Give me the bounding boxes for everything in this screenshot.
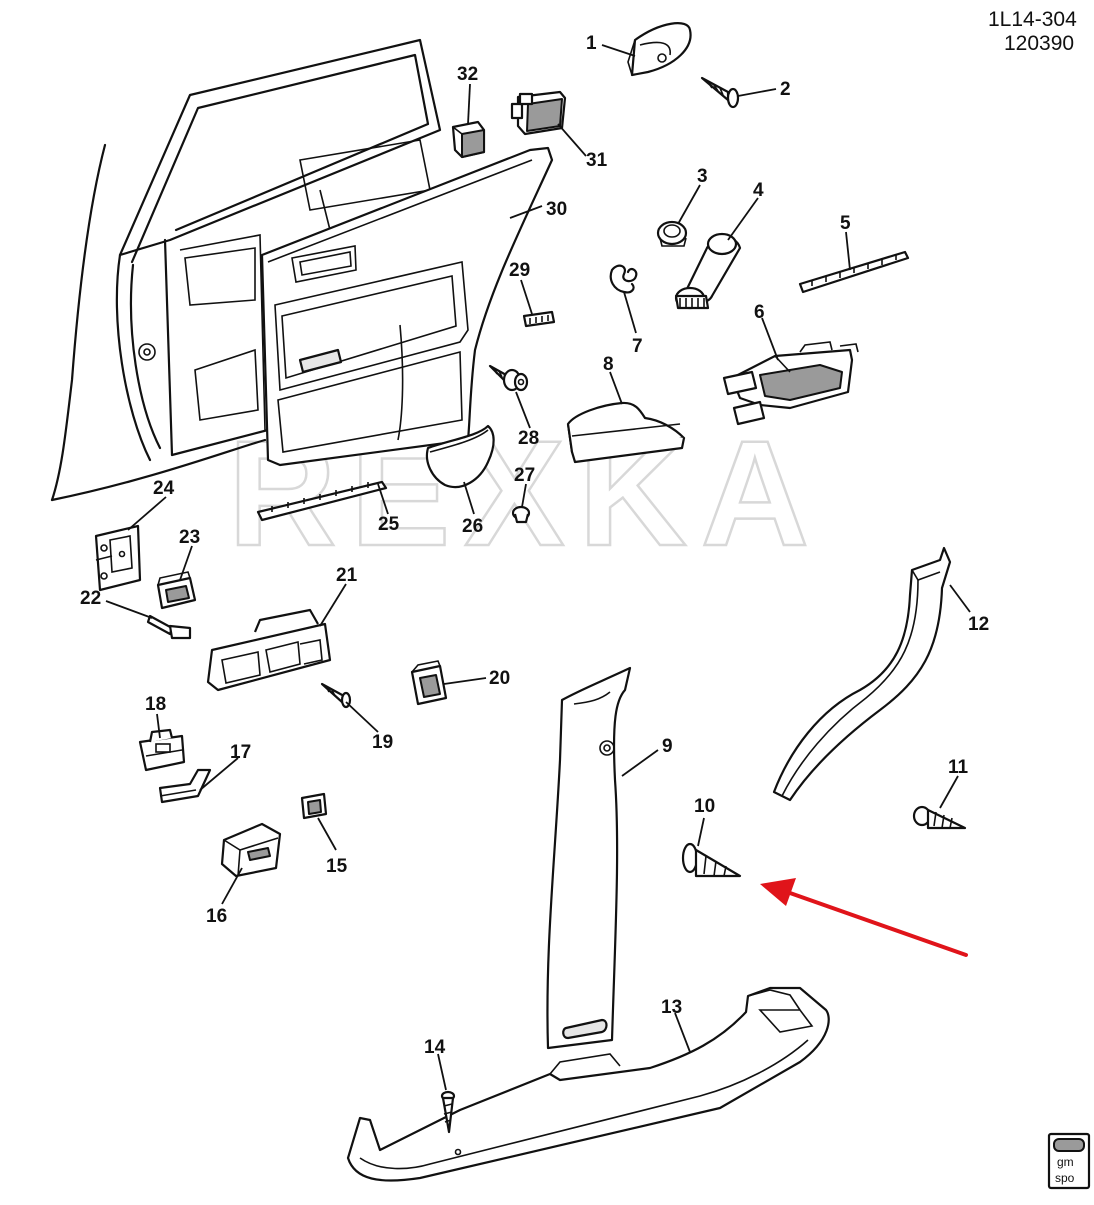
callout-23: 23	[179, 527, 200, 548]
logo-text-spo: spo	[1055, 1171, 1075, 1185]
callout-1: 1	[586, 33, 597, 54]
part-6-inside-handle	[722, 341, 859, 426]
part-8-armrest-pad	[566, 401, 686, 464]
callout-29: 29	[509, 260, 530, 281]
part-15-grommet	[300, 792, 328, 820]
part-29-clip	[522, 310, 556, 328]
part-11-screw	[912, 805, 967, 830]
callout-27: 27	[514, 465, 535, 486]
part-17-latch	[158, 768, 212, 804]
callout-16: 16	[206, 906, 227, 927]
part-22-rod	[146, 614, 192, 640]
part-31-switch-block	[510, 90, 567, 136]
drawing-code: 1L14-304	[988, 8, 1077, 31]
callout-17: 17	[230, 742, 251, 763]
gm-spo-logo: gm spo	[1047, 1132, 1091, 1190]
part-13-sill-plate	[346, 986, 830, 1182]
part-7-spring-clip	[609, 264, 638, 294]
part-28-screw	[488, 364, 529, 392]
callout-7: 7	[632, 336, 643, 357]
part-24-hinge-plate	[94, 524, 142, 592]
callout-4: 4	[753, 180, 764, 201]
callout-11: 11	[948, 757, 969, 778]
part-4-window-crank	[674, 232, 742, 310]
part-25-retainer-strip	[256, 480, 388, 522]
callout-5: 5	[840, 213, 851, 234]
part-5-retainer-strip	[798, 250, 910, 294]
callout-19: 19	[372, 732, 393, 753]
part-21-armrest-base	[206, 608, 332, 692]
callout-25: 25	[378, 514, 400, 535]
red-pointer-arrow	[760, 878, 968, 957]
callout-28: 28	[518, 428, 539, 449]
part-3-nut	[656, 220, 688, 247]
callout-2: 2	[780, 79, 791, 100]
part-9-pillar-trim	[546, 666, 632, 1050]
callout-18: 18	[145, 694, 166, 715]
door-trim-panel-30	[260, 146, 554, 467]
part-1-cover	[627, 22, 692, 77]
callout-6: 6	[754, 302, 765, 323]
part-20-bezel	[410, 660, 448, 706]
part-19-screw	[320, 682, 352, 709]
part-18-bracket	[138, 728, 186, 772]
callout-22: 22	[80, 588, 101, 609]
callout-24: 24	[153, 478, 175, 499]
part-12-quarter-trim	[772, 546, 952, 802]
leader-lines	[105, 44, 971, 1091]
part-16-lock-housing	[220, 822, 282, 878]
part-26-pull-cup	[425, 424, 495, 488]
part-14-screw	[440, 1090, 456, 1134]
part-23-switch-bezel	[156, 571, 197, 610]
callout-15: 15	[326, 856, 348, 877]
callout-9: 9	[662, 736, 673, 757]
part-27-push-pin	[511, 505, 531, 524]
callout-13: 13	[661, 997, 682, 1018]
callout-31: 31	[586, 150, 608, 171]
drawing-date-code: 120390	[1004, 32, 1074, 55]
car-body-outline	[50, 38, 442, 502]
callout-30: 30	[546, 199, 567, 220]
callout-12: 12	[968, 614, 989, 635]
callout-3: 3	[697, 166, 708, 187]
callout-32: 32	[457, 64, 478, 85]
part-10-push-pin	[681, 842, 742, 878]
part-32-clip	[451, 120, 486, 159]
callout-20: 20	[489, 668, 510, 689]
callout-10: 10	[694, 796, 715, 817]
logo-text-gm: gm	[1057, 1155, 1074, 1169]
callout-8: 8	[603, 354, 614, 375]
part-2-screw	[700, 76, 740, 109]
callout-26: 26	[462, 516, 483, 537]
callout-21: 21	[336, 565, 358, 586]
callout-numbers: 1 2 3 4 5 6 7 8 9 10 11 12 13 14 15 16 1…	[80, 33, 989, 1058]
callout-14: 14	[424, 1037, 446, 1058]
